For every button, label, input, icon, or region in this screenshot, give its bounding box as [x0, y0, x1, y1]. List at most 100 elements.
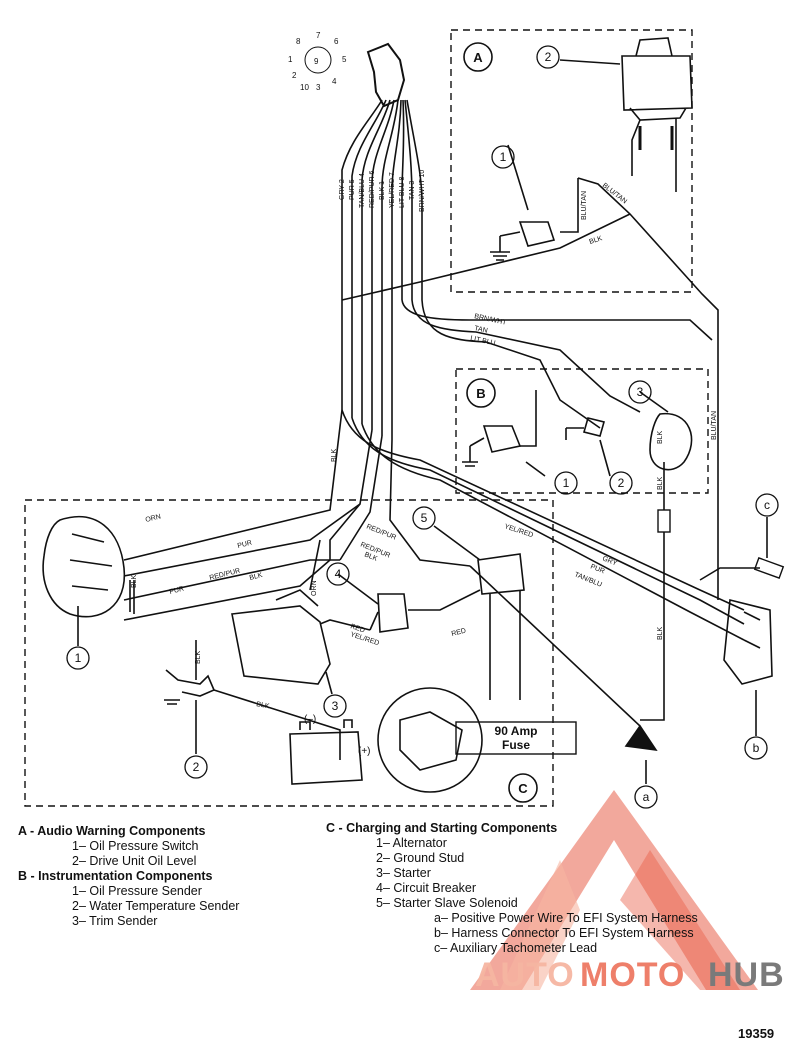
starter-motor: [231, 589, 331, 685]
drive-unit-oil-reservoir: [621, 37, 693, 121]
section-a-circle: [463, 42, 493, 72]
alternator: [42, 515, 126, 618]
legend-text-a: – Positive Power Wire To EFI System Harn…: [440, 911, 698, 925]
pin-2: 2: [292, 71, 297, 80]
harness-bundle: [341, 99, 423, 440]
section-a-label: A: [473, 50, 483, 65]
connector-pinout: 8 7 6 1 5 2 10 3 4 9: [288, 31, 347, 92]
section-c-box: [24, 499, 554, 807]
pin-9: 9: [314, 57, 319, 66]
water-temperature-sender: [565, 417, 605, 440]
wire-label-tan: TAN 3: [409, 181, 416, 200]
callout-c5: 5: [421, 511, 428, 525]
harness-wire-labels: GRY 2 PUR 5 TAN/BLU 4 RED/PUR 6 BLK 1 YE…: [131, 170, 718, 757]
legend-b-title: B - Instrumentation Components: [18, 869, 213, 883]
callout-letter-b: b: [753, 741, 760, 755]
watermark-hub: HUB: [708, 956, 785, 994]
battery: [289, 719, 363, 785]
figure-id: 19359: [738, 1026, 775, 1041]
section-c-label: C: [518, 781, 528, 796]
callout-c4: 4: [335, 567, 342, 581]
wire-label-blk-h: BLK: [363, 551, 378, 563]
arrow-a: [624, 724, 658, 752]
callout-c2: 2: [193, 760, 200, 774]
fuse-detail: [377, 687, 483, 793]
wire-label-blk-c: BLK: [657, 476, 664, 490]
wire-label-brn-wht: BRN/WHT 10: [419, 170, 426, 212]
wire-label-blk-j: BLK: [256, 701, 271, 710]
legend-a-item-1: 1– Oil Pressure Switch: [72, 839, 199, 853]
fuse-label-line1: 90 Amp: [495, 724, 538, 738]
legend-a-item-2: 2– Drive Unit Oil Level: [72, 854, 197, 868]
efi-harness-connector: [723, 598, 773, 685]
trim-sender: [649, 412, 693, 471]
pin-8: 8: [296, 37, 301, 46]
wire-label-gry: GRY 2: [339, 179, 346, 200]
harness-plug: [366, 42, 406, 108]
wire-label-pur-a: PUR: [237, 540, 253, 550]
wire-label-orn-2: ORN: [311, 580, 318, 596]
section-b-label: B: [476, 386, 485, 401]
callout-b2: 2: [618, 476, 625, 490]
fuse-label-box: [455, 721, 577, 755]
wire-label-red-pur-a: RED/PUR: [209, 568, 241, 582]
watermark-auto: AUTO: [475, 956, 575, 994]
section-b-circle: [466, 378, 496, 408]
legend-b-item-3: 3– Trim Sender: [72, 914, 158, 928]
wire-label-tan-blu-2: TAN/BLU: [573, 571, 603, 588]
wire-label-yel-red: YEL/RED 7: [389, 172, 396, 208]
pin-3: 3: [316, 83, 321, 92]
wire-label-pur: PUR 5: [349, 179, 356, 200]
wire-label-blk-g: BLK: [131, 574, 138, 588]
legend-c-item-1: 1– Alternator: [376, 836, 447, 850]
legend-left: A - Audio Warning Components 1– Oil Pres…: [18, 824, 239, 929]
callout-letter-c: c: [764, 498, 770, 512]
wire-label-blk-b: BLK: [657, 430, 664, 444]
wire-label-neg: (–): [304, 714, 316, 725]
pin-10: 10: [300, 83, 309, 92]
fuse-label-line2: Fuse: [502, 738, 530, 752]
callout-b1: 1: [563, 476, 570, 490]
pin-1: 1: [288, 55, 293, 64]
legend-c-item-5: 5– Starter Slave Solenoid: [376, 896, 518, 910]
legend-lettered-c: c– Auxiliary Tachometer Lead: [326, 941, 698, 956]
wire-label-pur-b: PUR: [169, 586, 185, 596]
legend-c-title: C - Charging and Starting Components: [326, 821, 558, 835]
pin-7: 7: [316, 31, 321, 40]
wire-label-blk-e: BLK: [331, 448, 338, 462]
wire-label-brn-wht-2: BRN/WHT: [474, 313, 508, 327]
starter-slave-solenoid: [477, 553, 525, 595]
legend-c-item-4: 4– Circuit Breaker: [376, 881, 477, 895]
callout-b3: 3: [637, 385, 644, 399]
legend-lettered-b: b– Harness Connector To EFI System Harne…: [326, 926, 698, 941]
callout-a1: 1: [500, 150, 507, 164]
section-c-circle: [508, 773, 538, 803]
wire-label-yel-red-a: YEL/RED: [503, 523, 534, 539]
ground-stud: [164, 669, 216, 705]
legend-a-title: A - Audio Warning Components: [18, 824, 206, 838]
section-a-box: [450, 29, 693, 293]
legend-letter-b: b: [434, 926, 441, 940]
wire-label-blu-tan-right: BLU/TAN: [711, 411, 718, 440]
wire-label-blk-d: BLK: [657, 626, 664, 640]
legend-c-item-2: 2– Ground Stud: [376, 851, 465, 865]
callout-c3: 3: [332, 699, 339, 713]
wire-label-red-pur: RED/PUR 6: [369, 171, 376, 208]
wire-label-blu-tan-a: BLU/TAN: [581, 191, 588, 220]
legend-b-item-2: 2– Water Temperature Sender: [72, 899, 240, 913]
legend-text-b: – Harness Connector To EFI System Harnes…: [440, 926, 694, 940]
legend-text-c: – Auxiliary Tachometer Lead: [440, 941, 598, 955]
wire-label-tan-blu: TAN/BLU 4: [359, 173, 366, 208]
wire-label-blk-a: BLK: [588, 235, 603, 246]
wire-label-lit-blu: LIT BLU 8: [399, 177, 406, 208]
callout-c1: 1: [75, 651, 82, 665]
wire-label-red-b: RED: [451, 628, 467, 638]
wire-label-blk: BLK 1: [379, 181, 386, 200]
wire-label-orn: ORN: [145, 513, 162, 524]
wire-label-yel-red-b: YEL/RED: [349, 631, 380, 647]
wire-label-pos: (+): [358, 746, 371, 757]
legend-letter-c: c: [434, 941, 441, 955]
wire-label-blk-f: BLK: [249, 572, 264, 582]
wire-label-red-pur-b: RED/PUR: [365, 523, 397, 541]
